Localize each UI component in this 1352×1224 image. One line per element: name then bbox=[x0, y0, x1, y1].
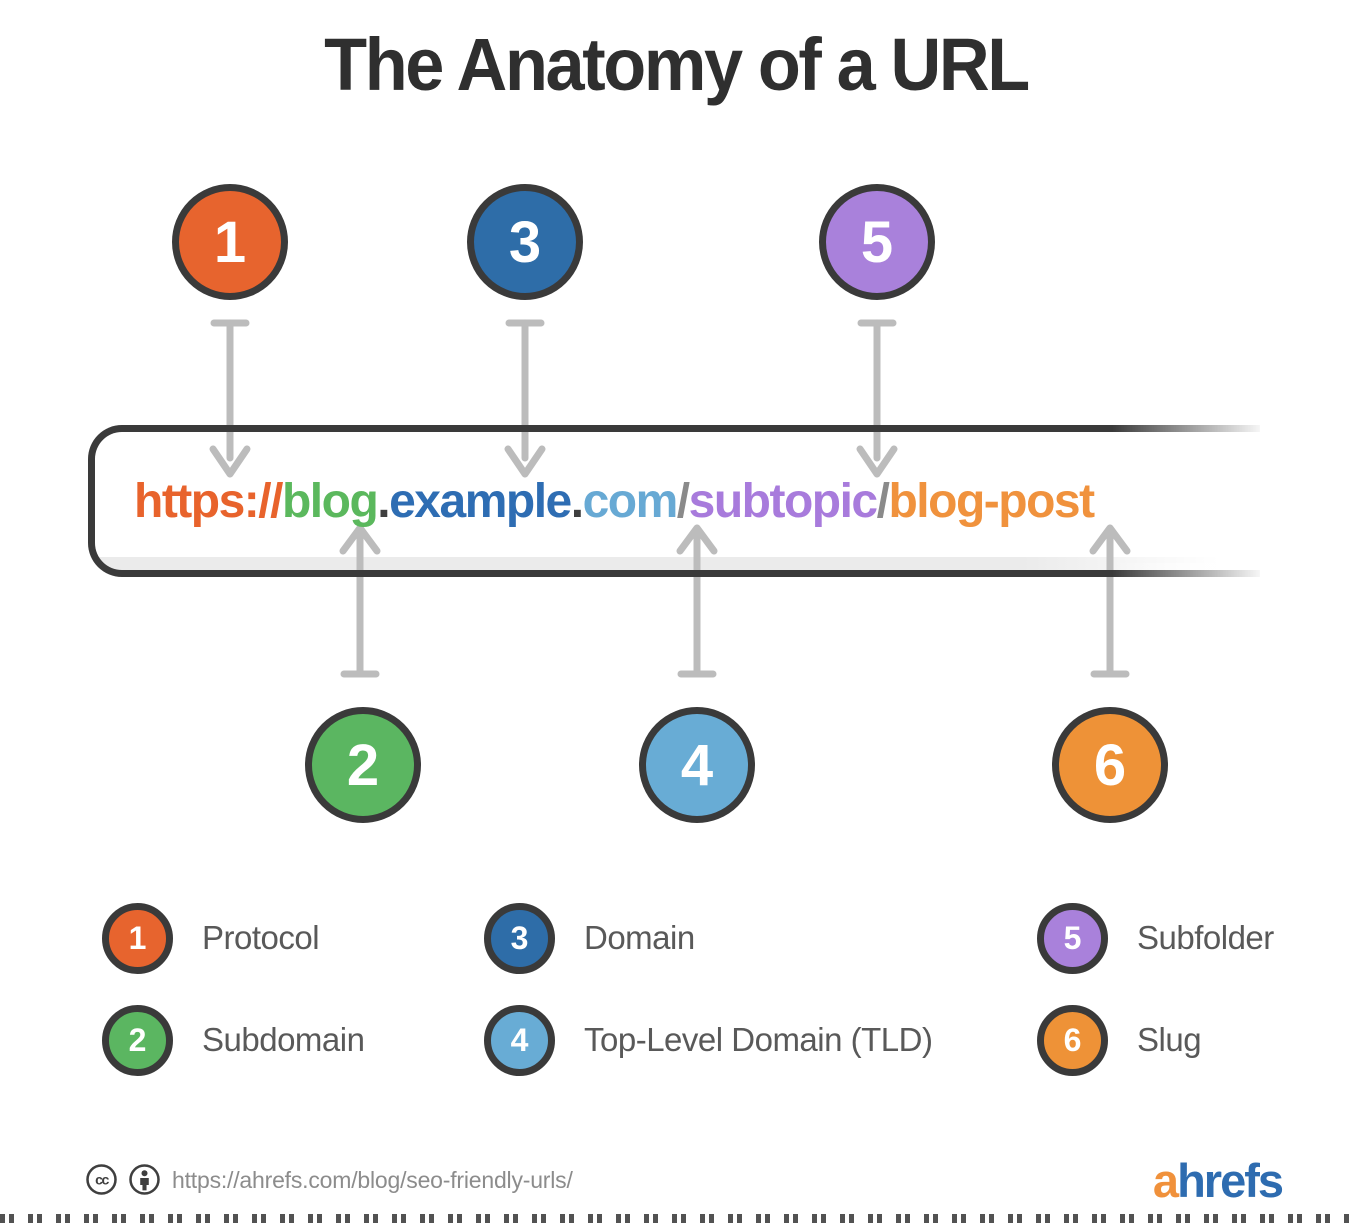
arrow-down-domain-icon bbox=[503, 318, 547, 482]
url-segment-protocol: https:// bbox=[134, 474, 283, 528]
legend-circle-1: 1 bbox=[102, 902, 173, 974]
url-separator-slash-1: / bbox=[676, 474, 690, 528]
callout-number-4: 4 bbox=[680, 732, 714, 798]
legend-number-4: 4 bbox=[510, 1021, 529, 1058]
legend-circle-4: 4 bbox=[484, 1004, 555, 1076]
legend-number-3: 3 bbox=[510, 919, 529, 956]
arrow-down-subfolder-icon bbox=[855, 318, 899, 482]
url-text: https://blog.example.com/subtopic/blog-p… bbox=[134, 427, 1095, 575]
callout-circle-4: 4 bbox=[639, 707, 755, 823]
legend-circle-5: 5 bbox=[1037, 902, 1108, 974]
url-box bbox=[88, 425, 1260, 577]
ahrefs-logo: ahrefs bbox=[1152, 1153, 1284, 1208]
page-title: The Anatomy of a URL bbox=[324, 23, 1030, 106]
url-segment-slug: blog-post bbox=[888, 474, 1095, 528]
attribution-icon bbox=[127, 1162, 162, 1202]
arrow-down-protocol-icon bbox=[208, 318, 252, 482]
legend-label-subdomain: Subdomain bbox=[202, 1021, 365, 1058]
legend-item-domain: 3 Domain bbox=[484, 902, 695, 974]
legend-circle-6: 6 bbox=[1037, 1004, 1108, 1076]
callout-circle-1: 1 bbox=[172, 184, 288, 300]
arrow-up-subdomain-icon bbox=[338, 524, 382, 680]
url-box-border-fade-top bbox=[1112, 419, 1352, 439]
legend-number-6: 6 bbox=[1063, 1021, 1082, 1058]
url-box-border-fade-bottom bbox=[1112, 563, 1352, 583]
callout-circle-5: 5 bbox=[819, 184, 935, 300]
url-segment-subdomain: blog bbox=[281, 474, 379, 528]
legend-item-tld: 4 Top-Level Domain (TLD) bbox=[484, 1004, 933, 1076]
legend-label-tld: Top-Level Domain (TLD) bbox=[584, 1021, 933, 1058]
legend-number-1: 1 bbox=[128, 919, 147, 956]
url-segment-subfolder: subtopic bbox=[688, 474, 879, 528]
arrow-up-tld-icon bbox=[675, 524, 719, 680]
svg-text:cc: cc bbox=[95, 1171, 109, 1187]
ahrefs-logo-a: a bbox=[1152, 1154, 1179, 1207]
url-segment-tld: com bbox=[582, 474, 679, 528]
callout-circle-3: 3 bbox=[467, 184, 583, 300]
legend-circle-3: 3 bbox=[484, 902, 555, 974]
legend-number-2: 2 bbox=[128, 1021, 147, 1058]
legend-item-slug: 6 Slug bbox=[1037, 1004, 1202, 1076]
callout-number-5: 5 bbox=[860, 209, 894, 275]
url-separator-slash-2: / bbox=[876, 474, 890, 528]
license-icons: cc bbox=[84, 1162, 162, 1202]
ahrefs-logo-hrefs: hrefs bbox=[1177, 1154, 1284, 1207]
legend-label-domain: Domain bbox=[584, 919, 695, 956]
legend-item-subdomain: 2 Subdomain bbox=[102, 1004, 365, 1076]
source-url: https://ahrefs.com/blog/seo-friendly-url… bbox=[172, 1167, 573, 1193]
callout-circle-6: 6 bbox=[1052, 707, 1168, 823]
arrow-up-slug-icon bbox=[1088, 524, 1132, 680]
callout-number-6: 6 bbox=[1093, 732, 1127, 798]
legend-label-protocol: Protocol bbox=[202, 919, 320, 956]
callout-number-2: 2 bbox=[346, 732, 380, 798]
callout-circle-2: 2 bbox=[305, 707, 421, 823]
url-box-inner-shadow bbox=[98, 557, 1254, 570]
callout-number-1: 1 bbox=[213, 209, 247, 275]
legend-item-protocol: 1 Protocol bbox=[102, 902, 320, 974]
legend-label-slug: Slug bbox=[1137, 1021, 1202, 1058]
legend-number-5: 5 bbox=[1063, 919, 1082, 956]
legend-label-subfolder: Subfolder bbox=[1137, 919, 1274, 956]
url-separator-dot-2: . bbox=[570, 474, 584, 528]
url-segment-domain: example bbox=[389, 474, 572, 528]
legend-item-subfolder: 5 Subfolder bbox=[1037, 902, 1274, 974]
callout-number-3: 3 bbox=[508, 209, 542, 275]
url-separator-dot-1: . bbox=[377, 474, 390, 528]
cc-icon: cc bbox=[84, 1162, 119, 1202]
legend-circle-2: 2 bbox=[102, 1004, 173, 1076]
bottom-edge-tick-pattern bbox=[0, 1214, 1352, 1223]
